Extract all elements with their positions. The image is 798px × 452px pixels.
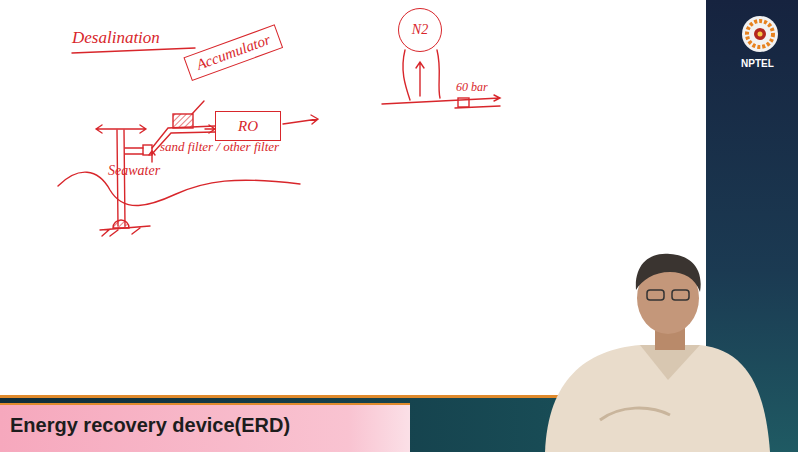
nitrogen-arrow xyxy=(416,62,424,96)
sea-bed xyxy=(100,226,150,236)
valve-square xyxy=(458,98,469,107)
node-text: RO xyxy=(238,118,258,135)
heading-underline xyxy=(72,48,195,53)
seawater-arrow xyxy=(149,151,155,162)
double-arrow xyxy=(96,125,146,133)
hatched-junction xyxy=(173,114,193,128)
caption-band xyxy=(0,405,410,452)
accumulator-line xyxy=(192,101,204,114)
bladder-neck xyxy=(403,50,440,100)
filter-note: sand filter / other filter xyxy=(160,139,279,155)
seawater-label: Seawater xyxy=(108,163,160,179)
sea-wave xyxy=(58,172,300,205)
intake-pump xyxy=(113,220,129,228)
feed-arrow xyxy=(205,125,215,133)
caption-rule xyxy=(0,403,410,405)
permeate-arrow xyxy=(283,115,318,124)
pressure-line xyxy=(382,95,500,108)
logo-text: NPTEL xyxy=(741,58,774,69)
node-text: N2 xyxy=(412,22,428,38)
n2-circle: N2 xyxy=(398,8,442,52)
heading-text: Desalination xyxy=(72,28,160,48)
ro-box: RO xyxy=(215,111,281,141)
pressure-label: 60 bar xyxy=(456,80,488,95)
nptel-logo xyxy=(742,16,778,52)
caption-text: Energy recovery device(ERD) xyxy=(10,414,290,437)
presenter xyxy=(545,250,770,452)
feed-pipe xyxy=(125,148,143,154)
